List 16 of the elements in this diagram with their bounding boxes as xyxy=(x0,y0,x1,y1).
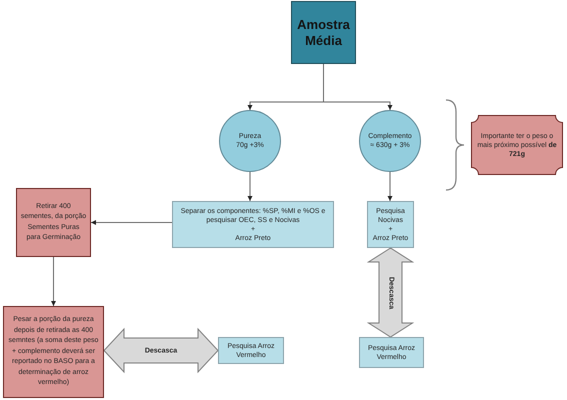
double-block-arrow xyxy=(103,328,219,374)
arrow xyxy=(323,64,392,110)
note-plaque xyxy=(471,115,563,175)
step-box xyxy=(16,188,91,257)
double-block-arrow xyxy=(366,247,414,338)
step-box xyxy=(3,306,104,398)
arrow xyxy=(51,256,56,306)
arrow xyxy=(248,172,252,202)
arrow xyxy=(90,220,172,225)
process-box xyxy=(172,201,334,248)
process-box xyxy=(218,337,284,364)
arrow xyxy=(388,172,392,202)
sample-box xyxy=(291,1,356,64)
process-box xyxy=(359,337,424,368)
node-title: Amostra Média xyxy=(296,16,351,48)
process-box xyxy=(367,201,414,248)
